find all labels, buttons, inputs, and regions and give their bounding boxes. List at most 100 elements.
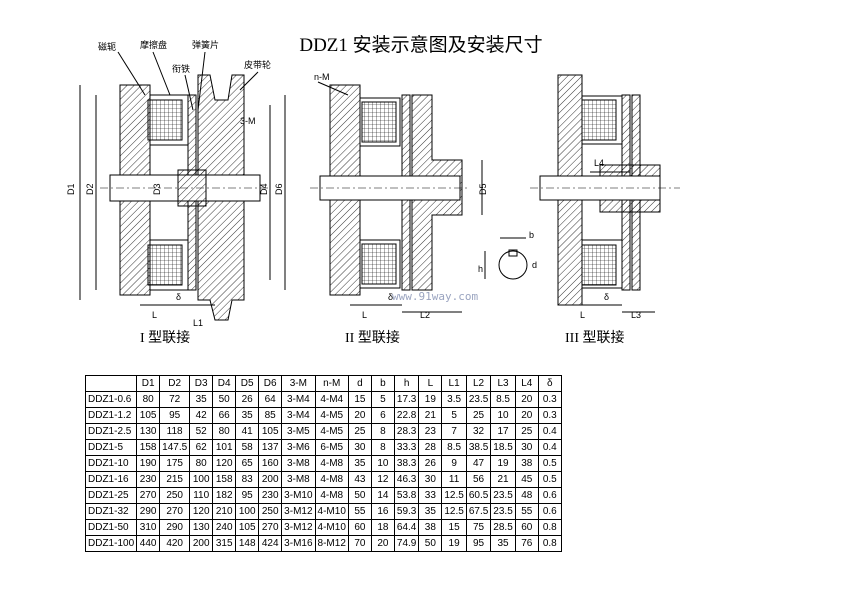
table-cell: 60 xyxy=(347,519,372,536)
model-cell: DDZ1-16 xyxy=(84,471,138,488)
table-cell: 270 xyxy=(136,487,161,504)
table-cell: 240 xyxy=(212,519,237,536)
table-cell: 50 xyxy=(347,487,372,504)
table-cell: 210 xyxy=(212,503,237,520)
table-cell: 0.6 xyxy=(537,503,562,520)
table-cell: 19 xyxy=(490,455,516,472)
table-cell: 20 xyxy=(370,535,395,552)
table-cell: 33 xyxy=(418,487,443,504)
column-header: L2 xyxy=(465,375,492,392)
table-cell: 6-M5 xyxy=(314,439,349,456)
column-header: D4 xyxy=(212,375,237,392)
table-cell: 60.5 xyxy=(465,487,492,504)
table-cell: 0.5 xyxy=(537,471,562,488)
table-cell: 0.4 xyxy=(537,423,562,440)
table-cell: 4-M5 xyxy=(314,423,349,440)
table-cell: 3-M12 xyxy=(281,519,316,536)
label-mocapan: 摩擦盘 xyxy=(140,39,167,50)
table-cell: 10 xyxy=(370,455,395,472)
table-cell: 4-M8 xyxy=(314,471,349,488)
table-cell: 200 xyxy=(258,471,283,488)
model-cell: DDZ1-0.6 xyxy=(84,391,138,408)
installation-drawings: 磁轭 摩擦盘 衔铁 弹簧片 皮带轮 3-M D1 D2 D3 D4 D6 L δ… xyxy=(66,39,680,328)
table-cell: 3-M10 xyxy=(281,487,316,504)
table-cell: 290 xyxy=(136,503,161,520)
table-cell: 21 xyxy=(490,471,516,488)
table-cell: 120 xyxy=(212,455,237,472)
table-cell: 0.6 xyxy=(537,487,562,504)
table-cell: 3-M6 xyxy=(281,439,316,456)
table-cell: 55 xyxy=(514,503,539,520)
table-cell: 19 xyxy=(441,535,467,552)
table-cell: 38.5 xyxy=(465,439,492,456)
watermark: www.91way.com xyxy=(392,290,479,303)
table-cell: 4-M10 xyxy=(314,503,349,520)
table-cell: 80 xyxy=(136,391,161,408)
column-header xyxy=(84,375,138,392)
table-cell: 20 xyxy=(514,391,539,408)
table-cell: 0.4 xyxy=(537,439,562,456)
table-cell: 0.8 xyxy=(537,535,562,552)
table-cell: 41 xyxy=(235,423,260,440)
table-cell: 250 xyxy=(258,503,283,520)
table-cell: 12.5 xyxy=(441,503,467,520)
label-l3: L3 xyxy=(631,310,641,320)
table-cell: 64 xyxy=(258,391,283,408)
table-cell: 38 xyxy=(418,519,443,536)
table-cell: 25 xyxy=(465,407,492,424)
label-d: d xyxy=(532,260,537,270)
label-pidailun: 皮带轮 xyxy=(244,59,271,70)
model-cell: DDZ1-1.2 xyxy=(84,407,138,424)
table-cell: 28 xyxy=(418,439,443,456)
table-cell: 4-M8 xyxy=(314,455,349,472)
model-cell: DDZ1-100 xyxy=(84,535,138,552)
table-cell: 0.3 xyxy=(537,407,562,424)
table-cell: 7 xyxy=(441,423,467,440)
table-cell: 32 xyxy=(465,423,492,440)
table-cell: 10 xyxy=(490,407,516,424)
table-cell: 75 xyxy=(465,519,492,536)
column-header: D2 xyxy=(159,375,191,392)
table-cell: 15 xyxy=(441,519,467,536)
column-header: D5 xyxy=(235,375,260,392)
table-cell: 4-M8 xyxy=(314,487,349,504)
label-delta: δ xyxy=(176,292,181,302)
column-header: δ xyxy=(537,375,562,392)
column-header: n-M xyxy=(314,375,349,392)
table-cell: 3-M5 xyxy=(281,423,316,440)
model-cell: DDZ1-32 xyxy=(84,503,138,520)
table-cell: 3-M8 xyxy=(281,471,316,488)
table-cell: 105 xyxy=(235,519,260,536)
table-cell: 26 xyxy=(418,455,443,472)
table-cell: 130 xyxy=(189,519,214,536)
table-cell: 0.8 xyxy=(537,519,562,536)
table-cell: 76 xyxy=(514,535,539,552)
table-cell: 53.8 xyxy=(393,487,420,504)
table-cell: 35 xyxy=(490,535,516,552)
table-cell: 42 xyxy=(189,407,214,424)
type-i-drawing xyxy=(79,51,286,321)
table-cell: 95 xyxy=(159,407,191,424)
table-cell: 65 xyxy=(235,455,260,472)
table-cell: 35 xyxy=(347,455,372,472)
column-header: L4 xyxy=(514,375,539,392)
table-cell: 35 xyxy=(189,391,214,408)
table-cell: 28.5 xyxy=(490,519,516,536)
column-header: h xyxy=(393,375,420,392)
type-ii-drawing xyxy=(310,81,528,313)
table-cell: 5 xyxy=(370,391,395,408)
table-cell: 200 xyxy=(189,535,214,552)
label-d4: D4 xyxy=(259,183,269,195)
table-cell: 17 xyxy=(490,423,516,440)
table-cell: 118 xyxy=(159,423,191,440)
table-cell: 38.3 xyxy=(393,455,420,472)
column-header: D1 xyxy=(136,375,161,392)
caption-type-ii: II 型联接 xyxy=(345,331,400,346)
table-cell: 23.5 xyxy=(490,487,516,504)
table-cell: 59.3 xyxy=(393,503,420,520)
table-cell: 290 xyxy=(159,519,191,536)
